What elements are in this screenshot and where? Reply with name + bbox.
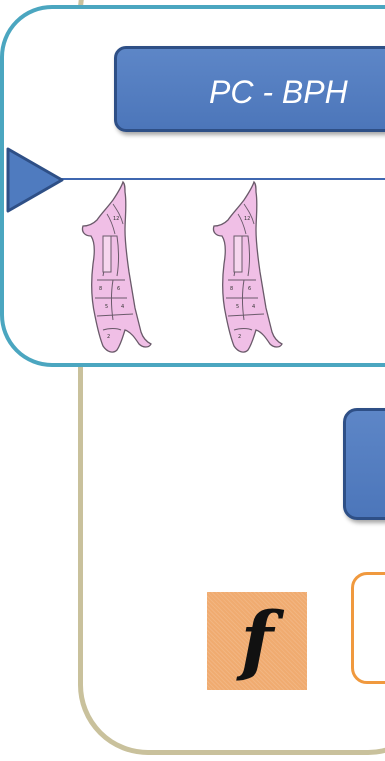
svg-text:12: 12	[244, 216, 250, 222]
pig-carcass-cut-chart-icon: 12 8 6 5 4 2	[208, 180, 288, 360]
pig-carcass-cut-chart-icon: 12 8 6 5 4 2	[77, 180, 157, 360]
svg-text:2: 2	[107, 334, 110, 340]
title-box: PC - BPH	[114, 46, 385, 132]
svg-text:8: 8	[99, 286, 102, 292]
function-box: f	[207, 592, 307, 690]
svg-text:6: 6	[117, 286, 120, 292]
svg-text:6: 6	[248, 286, 251, 292]
process-block-box	[343, 408, 385, 520]
svg-text:5: 5	[105, 304, 108, 310]
svg-text:4: 4	[121, 304, 124, 310]
svg-text:2: 2	[238, 334, 241, 340]
output-box	[351, 572, 385, 684]
svg-text:5: 5	[236, 304, 239, 310]
play-triangle-icon	[4, 145, 66, 215]
function-symbol: f	[207, 592, 307, 690]
title-label: PC - BPH	[209, 76, 348, 108]
svg-text:12: 12	[113, 216, 119, 222]
svg-text:8: 8	[230, 286, 233, 292]
svg-text:4: 4	[252, 304, 255, 310]
